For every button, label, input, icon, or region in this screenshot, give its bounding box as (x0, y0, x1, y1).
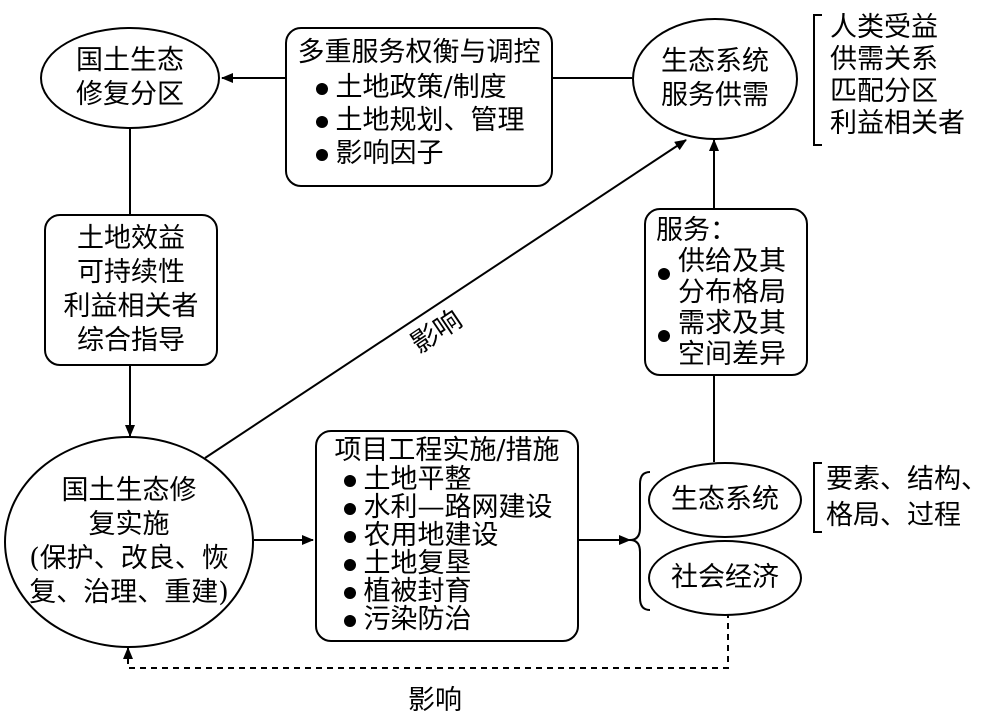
supply-demand-notes: 人类受益 供需关系 匹配分区 利益相关者 (830, 12, 965, 140)
note-line: 匹配分区 (830, 76, 938, 107)
dashed-feedback-loop (123, 612, 729, 669)
supply-demand-line: 生态系统 (661, 46, 769, 77)
ecosystem-label: 生态系统 (671, 484, 779, 515)
guidance-box: 土地效益 可持续性 利益相关者 综合指导 (44, 214, 218, 366)
implementation-line: 复实施 (88, 509, 170, 540)
service-line: 空间差异 (678, 339, 786, 370)
ecosystem-notes: 要素、结构、 格局、过程 (826, 462, 988, 534)
supply-demand-ellipse: 生态系统 服务供需 (632, 18, 798, 140)
tradeoff-title: 多重服务权衡与调控 (297, 37, 541, 68)
note-line: 人类受益 (830, 12, 938, 43)
zoning-line: 修复分区 (76, 79, 184, 110)
project-list: 土地平整 水利—路网建设 农用地建设 土地复垦 植被封育 污染防治 (342, 466, 553, 634)
list-item: 影响因子 (314, 137, 525, 170)
list-item: 土地复垦 (342, 550, 553, 578)
list-item: 土地规划、管理 (314, 104, 525, 137)
project-title: 项目工程实施/措施 (334, 435, 560, 466)
guidance-line: 综合指导 (77, 325, 185, 356)
note-line: 供需关系 (830, 44, 938, 75)
zoning-ellipse: 国土生态 修复分区 (40, 27, 220, 129)
note-line: 格局、过程 (826, 500, 961, 531)
list-item: 水利—路网建设 (342, 494, 553, 522)
brace-ecosystem-notes (813, 462, 822, 533)
list-item: 土地政策/制度 (314, 71, 525, 104)
zoning-line: 国土生态 (76, 45, 184, 76)
list-item: 土地平整 (342, 466, 553, 494)
implementation-line: 复、治理、重建) (29, 577, 229, 608)
service-box: 服务： 供给及其 分布格局 需求及其 空间差异 (644, 208, 808, 376)
implementation-ellipse: 国土生态修 复实施 (保护、改良、恢 复、治理、重建) (4, 436, 254, 648)
list-item: 农用地建设 (342, 522, 553, 550)
note-line: 利益相关者 (830, 108, 965, 139)
implementation-line: 国土生态修 (61, 475, 197, 506)
service-item-supply: 供给及其 分布格局 (656, 246, 786, 308)
guidance-line: 利益相关者 (63, 291, 199, 322)
list-item: 污染防治 (342, 606, 553, 634)
implementation-line: (保护、改良、恢 (29, 543, 229, 574)
supply-demand-line: 服务供需 (661, 80, 769, 111)
service-line: 需求及其 (678, 308, 786, 339)
note-line: 要素、结构、 (826, 464, 988, 495)
tradeoff-list: 土地政策/制度 土地规划、管理 影响因子 (314, 71, 525, 170)
service-title: 服务： (656, 215, 737, 246)
guidance-line: 可持续性 (77, 257, 185, 288)
service-line: 分布格局 (678, 277, 786, 308)
list-item: 植被封育 (342, 578, 553, 606)
brace-supply-demand-notes (813, 14, 822, 146)
bottom-edge-label: 影响 (408, 685, 462, 716)
service-item-demand: 需求及其 空间差异 (656, 308, 786, 370)
tradeoff-box: 多重服务权衡与调控 土地政策/制度 土地规划、管理 影响因子 (285, 27, 553, 187)
socioeconomic-ellipse: 社会经济 (648, 540, 802, 616)
project-box: 项目工程实施/措施 土地平整 水利—路网建设 农用地建设 土地复垦 植被封育 污… (315, 430, 579, 642)
service-line: 供给及其 (678, 246, 786, 277)
arrow-implementation-to-supply-demand (204, 139, 687, 459)
ecosystem-ellipse: 生态系统 (648, 462, 802, 538)
bracket-systems (629, 471, 651, 611)
guidance-line: 土地效益 (77, 223, 185, 254)
socioeconomic-label: 社会经济 (671, 562, 779, 593)
